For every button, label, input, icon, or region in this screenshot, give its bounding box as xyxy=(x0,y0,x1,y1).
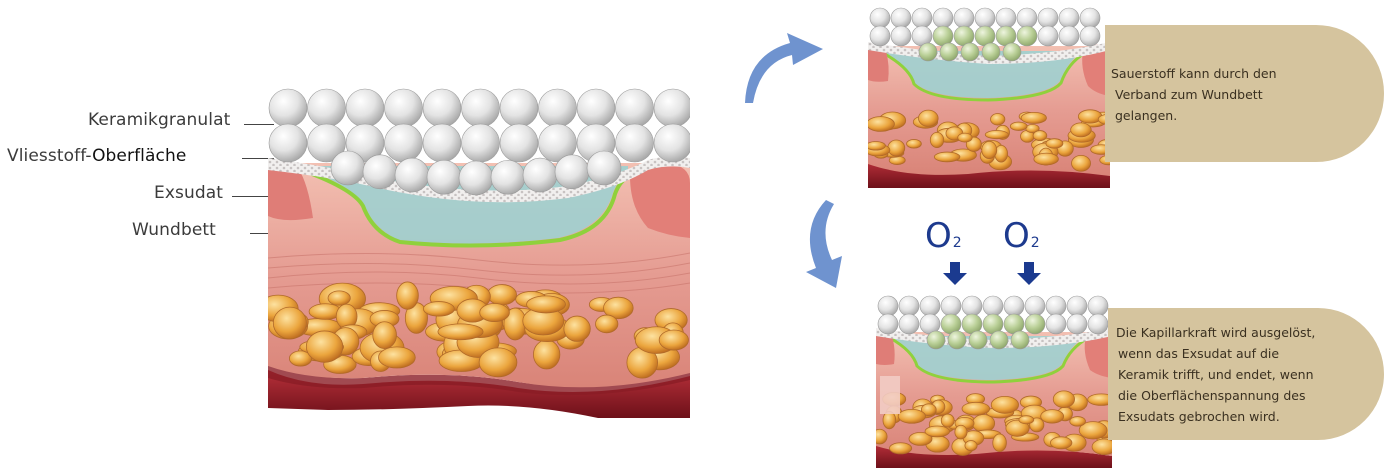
oxygen-subscript: 2 xyxy=(1031,235,1040,251)
callout-line: Verband zum Wundbett xyxy=(1111,84,1384,105)
label-nonwoven-part1: Vliesstoff- xyxy=(7,146,92,166)
down-arrow-icon xyxy=(942,262,968,286)
callout-line: Sauerstoff kann durch den xyxy=(1111,63,1384,84)
capillary-callout: Die Kapillarkraft wird ausgelöst, wenn d… xyxy=(1108,308,1384,440)
label-wound-bed: Wundbett xyxy=(132,220,216,240)
curved-arrow-icon xyxy=(735,25,835,105)
callout-line: Exsudats gebrochen wird. xyxy=(1116,406,1384,427)
oxygen-subscript: 2 xyxy=(953,235,962,251)
label-exudate: Exsudat xyxy=(154,183,223,203)
oxygen-diagram xyxy=(868,6,1110,188)
label-nonwoven-part2: Oberfläche xyxy=(92,146,186,166)
callout-line: Keramik trifft, und endet, wenn xyxy=(1116,364,1384,385)
label-nonwoven-surface: Vliesstoff-Oberfläche xyxy=(7,146,186,166)
wound-dressing-diagram xyxy=(268,88,690,418)
oxygen-symbol: O2 xyxy=(925,216,962,256)
curved-arrow-icon xyxy=(798,198,858,290)
oxygen-letter: O xyxy=(925,216,952,256)
callout-line: die Oberflächenspannung des xyxy=(1116,385,1384,406)
oxygen-callout: Sauerstoff kann durch den Verband zum Wu… xyxy=(1105,25,1384,162)
oxygen-letter: O xyxy=(1003,216,1030,256)
callout-line: wenn das Exsudat auf die xyxy=(1116,343,1384,364)
capillary-diagram xyxy=(876,294,1112,468)
callout-line: gelangen. xyxy=(1111,105,1384,126)
oxygen-symbol: O2 xyxy=(1003,216,1040,256)
label-ceramic-granulate: Keramikgranulat xyxy=(88,110,230,130)
callout-line: Die Kapillarkraft wird ausgelöst, xyxy=(1116,322,1384,343)
down-arrow-icon xyxy=(1016,262,1042,286)
